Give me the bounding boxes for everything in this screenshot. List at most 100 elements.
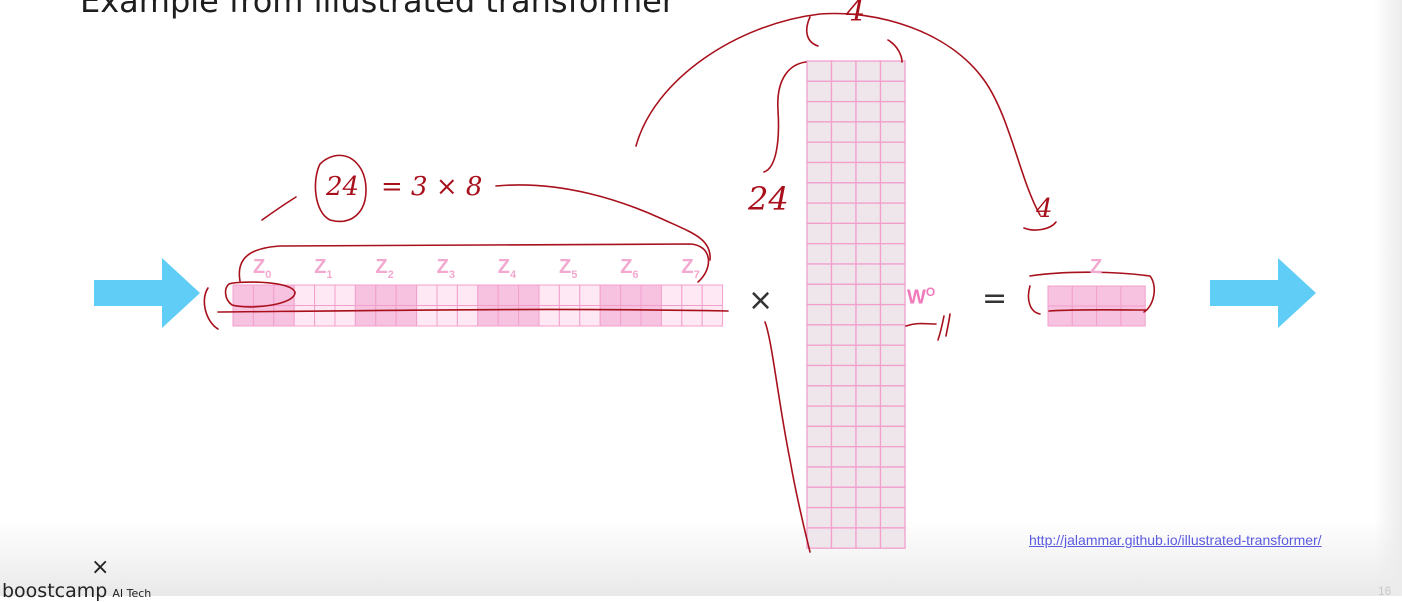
z-labels-bracket [238,243,710,283]
weight-cell [879,364,906,387]
weight-cell [879,161,906,184]
weight-cell [879,527,906,549]
weight-cell [806,486,833,509]
weight-tick-1 [905,322,937,327]
weight-cell [830,222,857,245]
weight-cell [806,405,833,428]
weight-cell [855,527,882,549]
weight-cell [830,283,857,306]
weight-cell [830,80,857,103]
weight-cell [879,100,906,123]
weight-cell [806,324,833,346]
weight-cell [855,243,882,265]
slide-title: Example from illustrated transformer [80,0,676,20]
weight-cell [830,344,857,367]
weight-cell [879,303,906,326]
input-vector [232,284,724,327]
weight-cell [855,344,882,367]
weight-cell [855,100,882,123]
weight-cell [830,182,857,204]
weight-cell [830,60,857,82]
weight-cell [879,283,906,306]
weight-cell [830,364,857,387]
weight-cell [806,243,833,265]
weight-cell [855,60,882,82]
weight-cell [855,182,882,204]
weight-cell [806,161,833,184]
weight-cell [855,425,882,448]
weight-top-left-bracket [805,16,819,47]
weight-cell [855,385,882,407]
weight-cell [806,466,833,488]
weight-cell [806,344,833,367]
left-brace [261,196,297,221]
weight-cell [830,243,857,265]
weight-cell [855,202,882,225]
handwritten-weight-rows: 24 [748,180,789,218]
z-label-3: Z3 [436,256,455,281]
output-underline [1048,308,1147,312]
weight-cell [855,506,882,529]
output-vector [1047,285,1146,327]
weight-matrix [806,60,906,549]
weight-cell [879,202,906,225]
weight-cell [855,364,882,387]
weight-cell [806,263,833,285]
weight-cell [806,385,833,407]
weight-tick-3 [945,313,951,337]
weight-cell [830,425,857,448]
weight-cell [855,263,882,285]
weight-cell [806,60,833,82]
z-label-4: Z4 [497,256,517,281]
weight-cell [830,486,857,509]
output-arc-tip [1023,221,1057,231]
weight-cell [806,182,833,204]
source-link[interactable]: http://jalammar.github.io/illustrated-tr… [1029,532,1322,548]
input-arrow-icon [94,258,200,328]
z-label-6: Z6 [620,256,639,281]
weight-cell [806,425,833,448]
weight-cell [855,324,882,346]
weight-cell [806,303,833,326]
bottom-bar-background [0,520,1402,596]
top-brace [495,184,711,261]
weight-cell [806,527,833,549]
weight-cell [806,141,833,164]
weight-bottom-brace [764,321,811,553]
weight-cell [806,446,833,468]
page-number: 16 [1378,584,1392,598]
weight-side-brace [763,61,807,173]
weight-cell [879,385,906,407]
input-left-paren [203,287,219,330]
close-icon[interactable]: × [91,555,110,580]
weight-cell [855,161,882,184]
weight-cell [879,243,906,265]
weight-cell [830,121,857,143]
weight-cell [830,385,857,407]
weight-cell [879,506,906,529]
handwritten-weight-cols: 4 [846,0,866,29]
weight-cell [879,446,906,468]
weight-cell [879,263,906,285]
weight-cell [879,344,906,367]
circle-24 [314,154,367,223]
z0-circle [224,281,296,308]
weight-cell [879,466,906,488]
weight-cell [879,222,906,245]
weight-cell [855,222,882,245]
weight-cell [806,506,833,529]
weight-cell [855,121,882,143]
weight-top-right-bracket [887,39,903,63]
weight-cell [830,506,857,529]
weight-cell [830,303,857,326]
weight-cell [806,222,833,245]
weight-cell [879,141,906,164]
weight-label: WO [907,285,936,309]
z-label-0: Z0 [253,256,272,281]
weight-cell [855,80,882,103]
weight-cell [806,80,833,103]
weight-tick-2 [937,315,945,341]
weight-cell [830,100,857,123]
